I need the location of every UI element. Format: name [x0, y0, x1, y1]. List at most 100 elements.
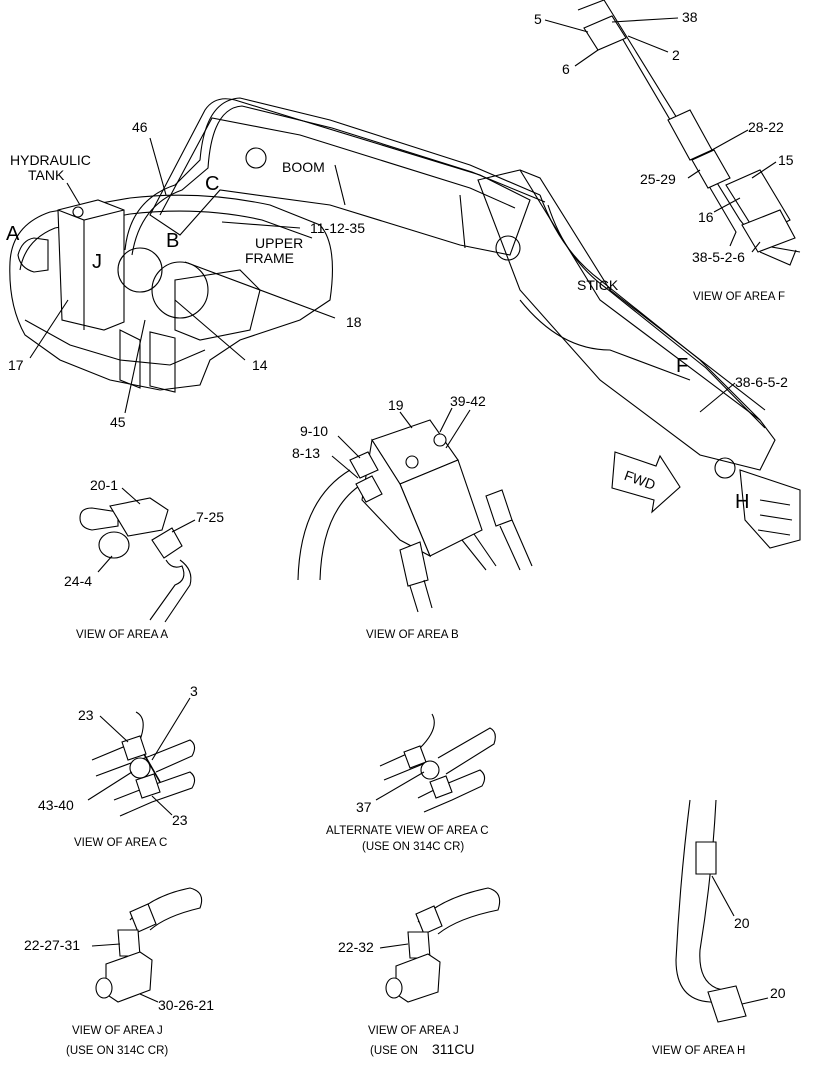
main-machine-view: HYDRAULIC TANK BOOM STICK UPPER FRAME FW… — [6, 97, 801, 549]
fwd-arrow — [611, 451, 681, 514]
leader-tank — [66, 182, 81, 206]
view-f-bottom-clamp — [741, 209, 796, 253]
view-area-c: 3 23 43-40 23 VIEW OF AREA C — [38, 683, 198, 849]
leader-23b — [151, 795, 173, 816]
view-a-hose-1 — [149, 559, 185, 621]
callout-5: 5 — [534, 11, 542, 27]
callout-38-6-5-2: 38-6-5-2 — [735, 374, 788, 390]
view-j2-caption-2: (USE ON — [370, 1045, 418, 1057]
attachment-bracket — [739, 469, 801, 549]
view-calt-caption-2: (USE ON 314C CR) — [362, 841, 464, 853]
area-letter-f: F — [676, 355, 688, 377]
boom-stick-pin — [495, 235, 521, 261]
area-letter-h: H — [735, 491, 749, 513]
view-h-caption: VIEW OF AREA H — [652, 1045, 745, 1057]
view-a-bracket — [79, 507, 119, 531]
leader-22-27-31 — [91, 943, 121, 947]
leader-45 — [124, 319, 146, 414]
upper-frame-label-2: FRAME — [245, 250, 294, 266]
view-f-coupling-2 — [691, 149, 731, 189]
stick-top-edge — [519, 169, 766, 411]
stick-outline — [477, 169, 776, 471]
view-c-hose-3 — [113, 771, 196, 817]
upper-frame-label-1: UPPER — [255, 235, 303, 251]
leader-9-10 — [337, 435, 361, 459]
leader-15 — [751, 161, 777, 179]
stick-label: STICK — [577, 277, 619, 293]
view-b-caption: VIEW OF AREA B — [366, 629, 459, 641]
leader-14 — [174, 299, 246, 361]
view-a-cap — [98, 531, 130, 559]
leader-38-6-5-2 — [699, 382, 736, 413]
view-c-caption: VIEW OF AREA C — [74, 837, 167, 849]
leader-5 — [544, 19, 589, 33]
leader-17 — [29, 299, 69, 359]
hydraulic-tank-edges — [57, 209, 125, 330]
callout-20-1: 20-1 — [90, 477, 118, 493]
leader-24-4 — [97, 555, 113, 573]
leader-39-42 — [439, 407, 453, 433]
area-a-fitting — [17, 237, 49, 273]
leader-22-32 — [379, 943, 409, 949]
callout-39-42: 39-42 — [450, 393, 486, 409]
view-calt-hose-3 — [417, 769, 486, 813]
callout-45: 45 — [110, 414, 126, 430]
callout-20b: 20 — [770, 985, 786, 1001]
view-c-hose-2 — [149, 739, 196, 773]
callout-15: 15 — [778, 152, 794, 168]
callout-9-10: 9-10 — [300, 423, 328, 439]
view-a-tee-body — [109, 497, 169, 537]
area-letter-a: A — [6, 223, 20, 245]
view-c-bolt — [129, 757, 151, 779]
stick-lower-line — [519, 299, 691, 381]
callout-46: 46 — [132, 119, 148, 135]
tank-cap — [72, 206, 84, 218]
view-b-fitting-2 — [355, 475, 383, 503]
view-h-end-fitting — [707, 985, 747, 1023]
callout-30-26-21: 30-26-21 — [158, 997, 214, 1013]
view-h-coupling — [695, 841, 717, 875]
callout-38-5-2-6: 38-5-2-6 — [692, 249, 745, 265]
leader-28-22 — [711, 129, 749, 151]
view-f-top-clamp — [583, 15, 627, 51]
view-h-hose-left — [675, 799, 729, 1005]
view-c-clamp-2 — [135, 773, 161, 799]
callout-23a: 23 — [78, 707, 94, 723]
view-a-hose-2 — [164, 559, 192, 623]
leader-6 — [574, 49, 599, 67]
view-b-bolt-1 — [405, 455, 419, 469]
stick-hose-2 — [547, 204, 766, 429]
frame-inner-line — [19, 210, 313, 271]
hydraulic-tank-label-2: TANK — [28, 167, 65, 183]
view-a-elbow — [151, 527, 183, 559]
leader-2 — [627, 35, 669, 53]
view-h-hose-right — [699, 799, 737, 995]
boom-top-edge — [159, 117, 516, 216]
view-calt-clamp-2 — [429, 775, 453, 799]
callout-8-13: 8-13 — [292, 445, 320, 461]
upper-frame-outline — [9, 194, 333, 391]
callout-28-22: 28-22 — [748, 119, 784, 135]
view-f-bottom-line — [759, 249, 797, 266]
stick-hose-1 — [539, 194, 761, 421]
leader-11-12-35 — [221, 221, 301, 229]
view-b-hose-left — [297, 469, 363, 581]
view-j2-caption-1: VIEW OF AREA J — [368, 1025, 459, 1037]
leader-16 — [713, 197, 741, 213]
leader-3 — [151, 697, 191, 761]
view-f-line-2 — [599, 37, 737, 247]
view-j2-caption-model: 311CU — [432, 1041, 475, 1057]
view-b-fitting-3 — [485, 489, 513, 527]
leader-23a — [99, 715, 129, 743]
view-area-a: 20-1 7-25 24-4 VIEW OF AREA A — [64, 477, 224, 641]
leader-20b — [741, 997, 769, 1005]
leader-25-29 — [687, 169, 701, 179]
boom-hose-2 — [131, 105, 546, 256]
callout-37: 37 — [356, 799, 372, 815]
boom-hose-1 — [124, 97, 541, 251]
boom-pin-boss — [117, 247, 163, 293]
leader-19 — [399, 411, 413, 429]
view-j1-hose — [129, 887, 203, 931]
